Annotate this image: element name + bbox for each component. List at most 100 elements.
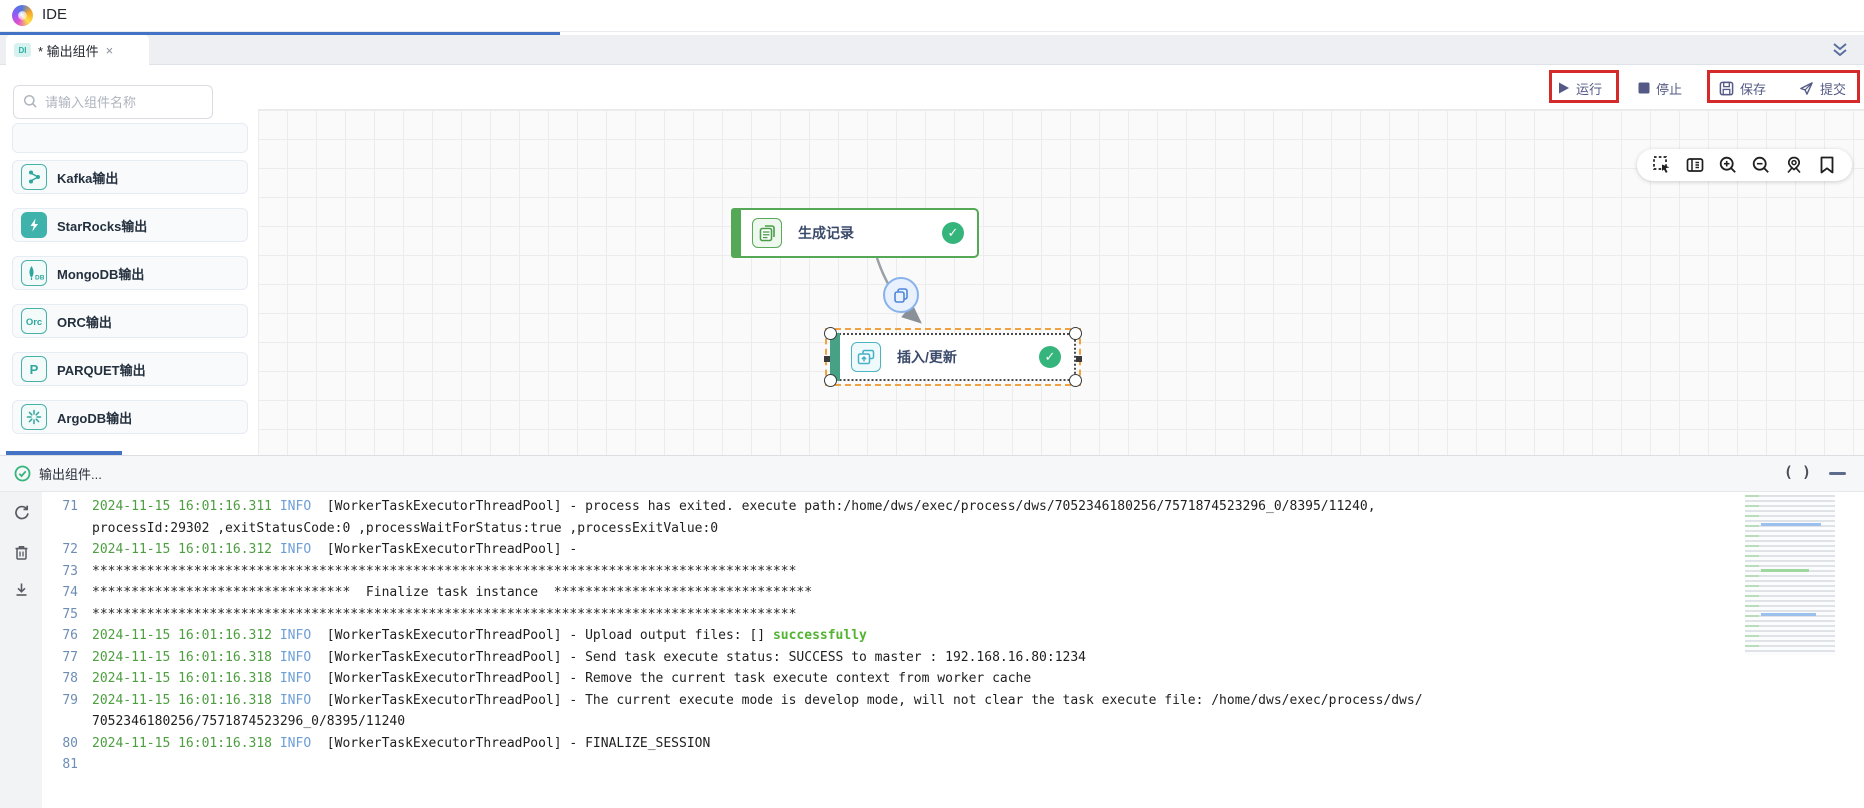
- success-check-icon: ✓: [942, 222, 964, 244]
- collapse-tabs-icon[interactable]: [1830, 42, 1850, 59]
- resize-handle-sw[interactable]: [824, 374, 837, 387]
- sidebar-item-starrocks-output[interactable]: StarRocks输出: [12, 208, 248, 242]
- sidebar-item-kafka-output[interactable]: Kafka输出: [12, 160, 248, 194]
- stop-label: 停止: [1656, 81, 1683, 97]
- search-icon: [23, 94, 38, 114]
- tab-title: * 输出组件: [38, 43, 99, 59]
- log-line: 81: [62, 757, 78, 772]
- node-selection-box: 插入/更新 ✓: [824, 327, 1082, 387]
- submit-icon: [1800, 81, 1813, 95]
- refresh-log-icon[interactable]: [13, 504, 30, 526]
- sidebar-item-label: PARQUET输出: [57, 362, 146, 378]
- minimap-panel-icon[interactable]: [1685, 155, 1705, 175]
- generate-records-icon: [752, 218, 782, 248]
- sidebar-item-partial[interactable]: [12, 123, 248, 153]
- app-title: IDE: [42, 6, 68, 23]
- locate-icon[interactable]: [1784, 155, 1804, 175]
- zoom-in-icon[interactable]: [1718, 155, 1738, 175]
- resize-handle-ne[interactable]: [1069, 327, 1082, 340]
- port-right[interactable]: [1076, 356, 1082, 362]
- component-list: Kafka输出 StarRocks输出 DB MongoDB输出: [0, 123, 258, 455]
- submit-button[interactable]: 提交: [1799, 76, 1846, 100]
- node-label: 生成记录: [798, 225, 854, 241]
- zoom-out-icon[interactable]: [1751, 155, 1771, 175]
- panel-tab-indicator: [6, 451, 122, 455]
- stop-button[interactable]: 停止: [1638, 76, 1682, 100]
- resize-handle-se[interactable]: [1069, 374, 1082, 387]
- argodb-icon: [21, 404, 47, 430]
- minimap-highlight: [1761, 523, 1821, 526]
- run-label: 运行: [1576, 81, 1603, 97]
- success-status-icon: [14, 465, 31, 482]
- edge-copy-icon[interactable]: [883, 277, 919, 313]
- node-status-bar: [830, 333, 840, 381]
- log-line: processId:29302 ,exitStatusCode:0 ,proce…: [92, 520, 719, 536]
- top-active-indicator: [0, 32, 560, 35]
- sidebar-item-label: ORC输出: [57, 314, 112, 330]
- log-line: 74********************************* Fina…: [62, 585, 813, 600]
- tab-output-component[interactable]: DI * 输出组件 ×: [6, 35, 149, 65]
- clear-log-icon[interactable]: [13, 544, 30, 566]
- submit-label: 提交: [1820, 81, 1847, 97]
- minimap-highlight: [1761, 569, 1809, 572]
- log-panel-tab[interactable]: 输出组件...: [14, 464, 102, 483]
- wrap-toggle-icon[interactable]: ( ): [1783, 463, 1811, 481]
- sidebar-item-mongodb-output[interactable]: DB MongoDB输出: [12, 256, 248, 290]
- log-minimap[interactable]: [1745, 495, 1835, 655]
- node-label: 插入/更新: [897, 349, 957, 365]
- sidebar-item-label: ArgoDB输出: [57, 410, 133, 426]
- node-insert-update[interactable]: 插入/更新 ✓: [830, 333, 1076, 381]
- sidebar-item-label: StarRocks输出: [57, 218, 148, 234]
- component-sidebar: Kafka输出 StarRocks输出 DB MongoDB输出: [0, 65, 258, 455]
- log-actions-strip: [0, 492, 42, 808]
- svg-text:DB: DB: [35, 275, 44, 282]
- resize-handle-nw[interactable]: [824, 327, 837, 340]
- port-left[interactable]: [824, 356, 830, 362]
- log-line: 73**************************************…: [62, 563, 797, 579]
- kafka-icon: [21, 164, 47, 190]
- tab-close-icon[interactable]: ×: [105, 42, 114, 58]
- minimize-panel-icon[interactable]: [1829, 471, 1846, 475]
- canvas-toolbar-row: 运行 停止 保存 提交: [258, 65, 1864, 110]
- canvas-tools: [1637, 149, 1852, 181]
- sidebar-item-label: MongoDB输出: [57, 266, 145, 282]
- insert-update-icon: [851, 342, 881, 372]
- node-status-bar: [731, 208, 741, 258]
- log-panel-header: 输出组件... ( ): [0, 455, 1864, 492]
- save-button[interactable]: 保存: [1719, 76, 1766, 100]
- svg-text:Orc: Orc: [26, 317, 42, 328]
- mongodb-icon: DB: [21, 260, 47, 286]
- starrocks-icon: [21, 212, 47, 238]
- log-line: 75**************************************…: [62, 606, 797, 622]
- sidebar-item-orc-output[interactable]: Orc ORC输出: [12, 304, 248, 338]
- save-label: 保存: [1740, 81, 1767, 97]
- node-generate-records[interactable]: 生成记录 ✓: [731, 208, 979, 258]
- sidebar-item-parquet-output[interactable]: P PARQUET输出: [12, 352, 248, 386]
- download-log-icon[interactable]: [13, 581, 30, 603]
- bookmark-icon[interactable]: [1817, 155, 1837, 175]
- run-icon: [1559, 82, 1569, 94]
- minimap-highlight: [1761, 613, 1816, 616]
- component-search-input[interactable]: [13, 85, 213, 119]
- app-logo-icon: [12, 5, 33, 26]
- di-badge: DI: [14, 43, 31, 57]
- flow-canvas[interactable]: 生成记录 ✓ 插入/更新 ✓: [258, 110, 1864, 455]
- log-panel-title: 输出组件...: [39, 467, 102, 482]
- svg-text:P: P: [30, 362, 39, 377]
- marquee-select-icon[interactable]: [1652, 155, 1672, 175]
- orc-icon: Orc: [21, 308, 47, 334]
- run-button[interactable]: 运行: [1557, 76, 1602, 100]
- sidebar-item-argodb-output[interactable]: ArgoDB输出: [12, 400, 248, 434]
- tab-bar: DI * 输出组件 ×: [0, 35, 1864, 65]
- sidebar-item-label: Kafka输出: [57, 170, 119, 186]
